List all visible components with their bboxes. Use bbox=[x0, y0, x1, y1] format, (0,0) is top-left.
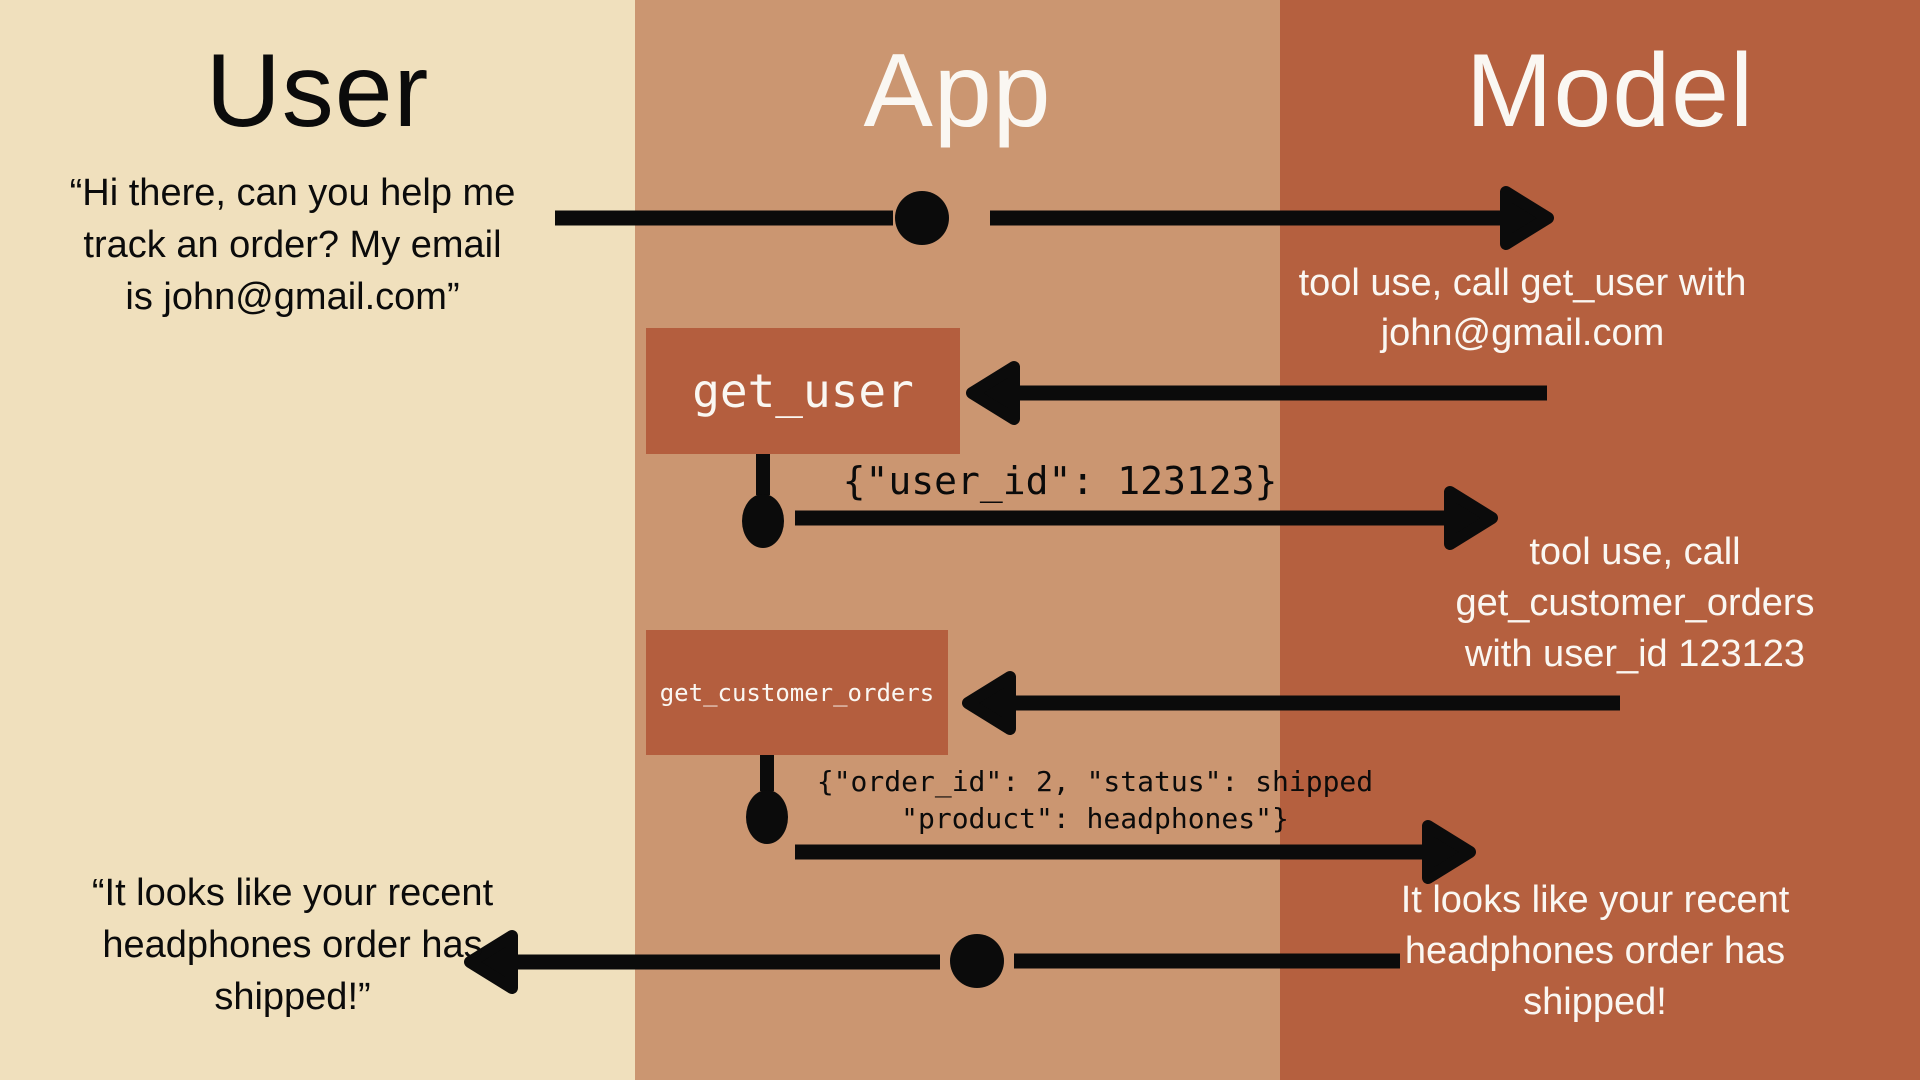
tool-result-order: {"order_id": 2, "status": shipped "produ… bbox=[816, 765, 1374, 835]
get-user-tool-label: get_user bbox=[692, 364, 914, 418]
app-lane-background bbox=[635, 0, 1280, 1080]
get-user-tool-box: get_user bbox=[646, 328, 960, 454]
model-reply-note: It looks like your recent headphones ord… bbox=[1400, 879, 1790, 1023]
user-lane-background bbox=[0, 0, 635, 1080]
get-customer-orders-tool-label: get_customer_orders bbox=[659, 678, 935, 707]
tool-result-user-id: {"user_id": 123123} bbox=[842, 459, 1278, 503]
user-request-message: “Hi there, can you help me track an orde… bbox=[69, 172, 516, 318]
app-lane-title: App bbox=[863, 33, 1052, 149]
user-lane-title: User bbox=[205, 33, 430, 149]
model-lane-background bbox=[1280, 0, 1920, 1080]
model-lane-title: Model bbox=[1465, 33, 1755, 149]
user-reply-message: “It looks like your recent headphones or… bbox=[91, 872, 494, 1018]
model-tool-call-1-note: tool use, call get_user with john@gmail.… bbox=[1298, 262, 1747, 354]
get-customer-orders-tool-box: get_customer_orders bbox=[646, 630, 948, 755]
model-tool-call-2-note: tool use, call get_customer_orders with … bbox=[1455, 531, 1815, 675]
